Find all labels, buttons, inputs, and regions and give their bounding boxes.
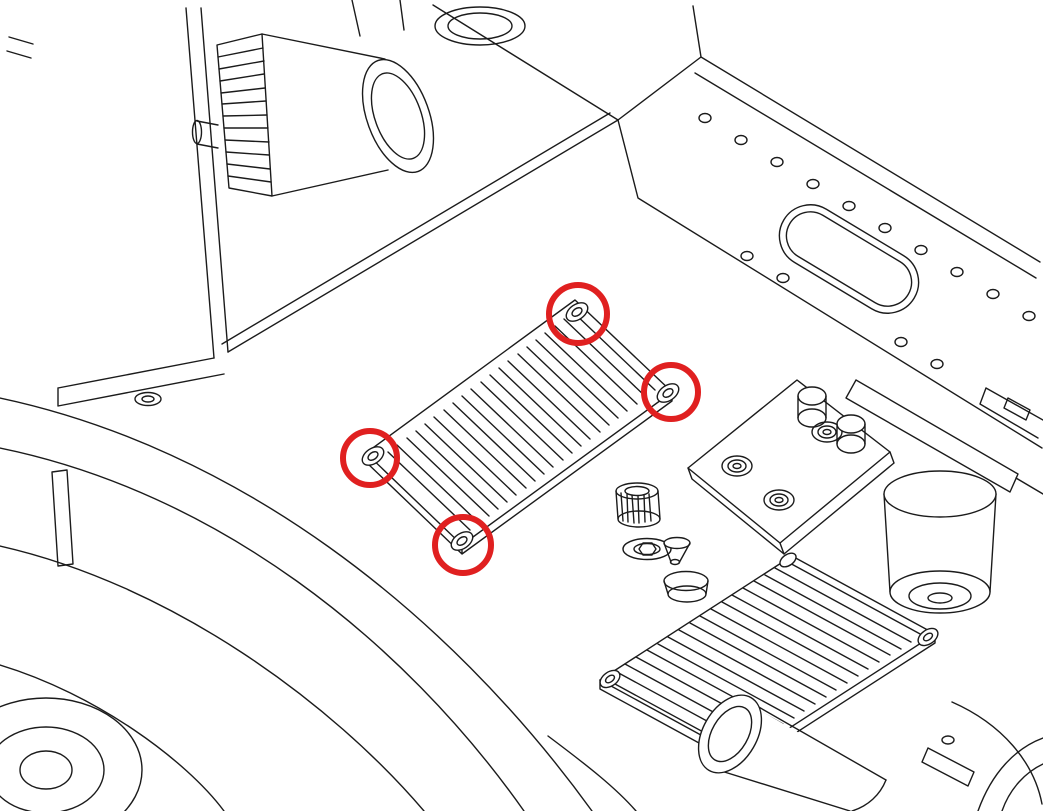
bracket-mid-right	[687, 379, 895, 555]
corner-screws	[361, 302, 680, 551]
callout-screw-right	[641, 362, 701, 422]
heatsink-module-bottom-right	[599, 552, 939, 768]
roller-cylinder	[697, 694, 887, 811]
rear-panel-with-holes	[698, 112, 1036, 370]
callout-screw-left	[340, 428, 400, 488]
callout-screw-top	[546, 282, 610, 346]
heatsink-fins	[387, 311, 656, 531]
drum-arcs	[0, 397, 637, 811]
motor-assembly-top-left	[191, 0, 526, 197]
motor-assembly-right	[845, 379, 1043, 614]
housing-frame	[6, 4, 1043, 449]
callout-circles	[340, 282, 701, 576]
heatsink-fins	[603, 560, 923, 753]
bolt-holes	[698, 112, 1036, 370]
callout-screw-bottom	[432, 514, 494, 576]
fastener-exploded-stack	[615, 482, 709, 603]
heatsink-module-center	[361, 299, 680, 555]
misc-bottom-right	[921, 701, 1043, 811]
standoff-spacers	[797, 386, 866, 454]
bracket-bolts	[721, 421, 843, 511]
